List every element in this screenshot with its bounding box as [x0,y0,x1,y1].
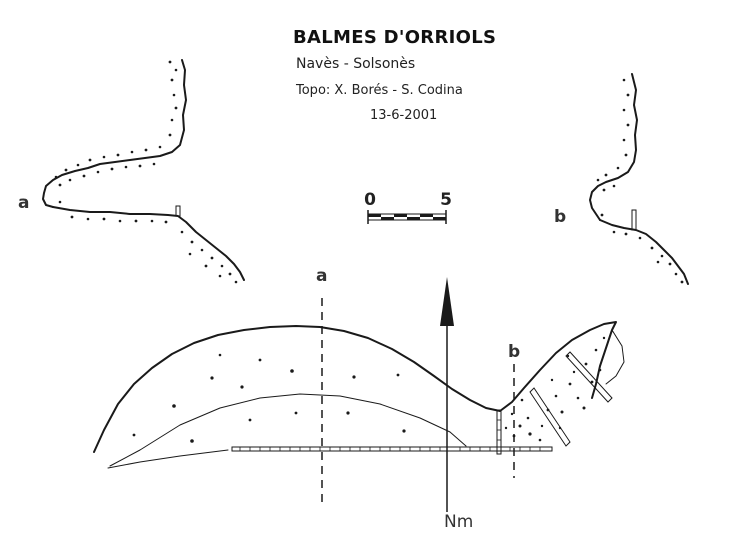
plan-cut-b-label: b [508,342,521,362]
plan-hatch-ticks [239,419,541,451]
section-b-rubble [596,78,684,284]
cross-section-a [42,59,245,281]
section-a-floor-marker [175,205,181,217]
plan-drip-line [107,449,229,469]
section-b-label: b [554,207,567,227]
section-a-label: a [18,193,30,213]
section-cut-lines [321,298,515,508]
scale-max-label: 5 [440,190,452,210]
scale-min-label: 0 [364,190,376,210]
plan-outer-wall [93,321,617,453]
section-a-upper-wall [42,59,187,208]
plan-right-ledge [605,329,625,385]
plan-inner-ledge [109,393,467,467]
cross-section-b [589,73,689,285]
plan-floor-dots [132,353,406,443]
plan-wall-hatching [231,351,613,455]
survey-authors: Topo: X. Borés - S. Codina [296,83,463,98]
section-b-upper-wall [589,73,638,221]
plan-cut-a-label: a [316,266,328,286]
section-b-floor-marker [631,209,637,231]
survey-date: 13-6-2001 [370,108,438,123]
scale-bar [367,210,447,224]
section-b-lower-wall [599,219,689,285]
section-a-rubble [54,60,238,284]
location-subtitle: Navès - Solsonès [296,56,416,72]
plan-view [93,321,625,469]
north-label: Nm [444,512,474,532]
page-title: BALMES D'ORRIOLS [293,27,497,48]
north-arrow-icon [440,277,454,512]
section-a-lower-wall [52,206,245,281]
